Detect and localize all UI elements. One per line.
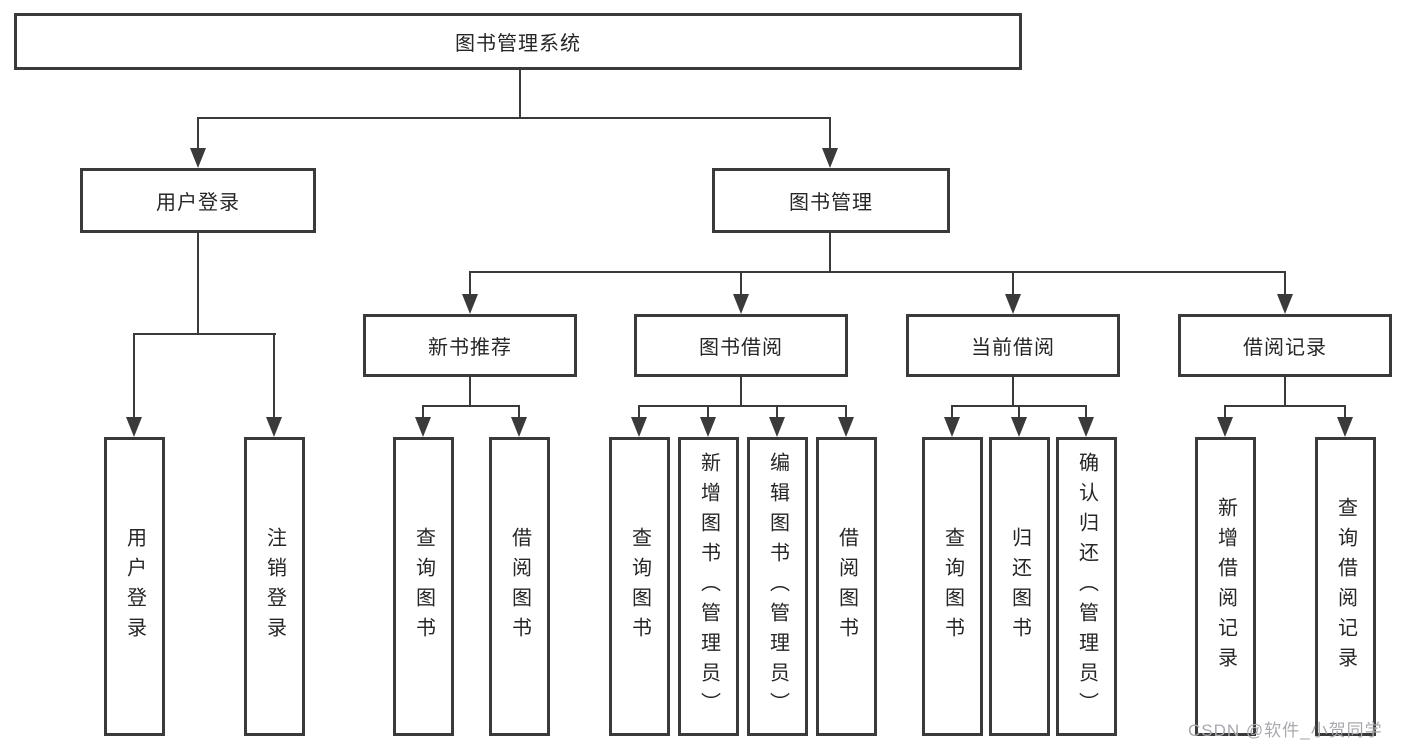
arrowhead-current-borrow — [1005, 294, 1021, 314]
leaf-label: 确认归还（管理员） — [1075, 451, 1098, 722]
leaf-edit-books-admin: 编辑图书（管理员） — [747, 437, 808, 736]
arrowhead-leaf-edit-book — [769, 417, 785, 437]
csdn-watermark: CSDN @软件_小贺同学 — [1188, 721, 1383, 740]
connector-stem-leaf-logout — [273, 333, 275, 419]
leaf-add-borrow-record: 新增借阅记录 — [1195, 437, 1256, 736]
arrowhead-leaf-return-book — [1011, 417, 1027, 437]
connector-stem-current-borrow — [1012, 271, 1014, 296]
leaf-label: 借阅图书 — [835, 526, 858, 647]
connector-level3-bus — [469, 271, 1286, 273]
leaf-borrow-books-2: 借阅图书 — [816, 437, 877, 736]
connector-root-trunk — [519, 70, 521, 119]
leaf-label: 归还图书 — [1008, 526, 1031, 647]
arrowhead-leaf-query-book-1 — [415, 417, 431, 437]
connector-stem-new-book — [469, 271, 471, 296]
leaf-label: 借阅图书 — [508, 526, 531, 647]
connector-stem-leaf — [422, 405, 424, 419]
leaf-user-login: 用户登录 — [104, 437, 165, 736]
node-new-book-recommend: 新书推荐 — [363, 314, 577, 377]
connector-user-login-bus — [133, 333, 276, 335]
connector-book-management-down — [829, 232, 831, 273]
connector-user-login-down — [197, 232, 199, 335]
connector-stem-leaf-user-login — [133, 333, 135, 419]
connector-stem-leaf — [951, 405, 953, 419]
leaf-add-books-admin: 新增图书（管理员） — [678, 437, 739, 736]
leaf-label: 用户登录 — [123, 526, 146, 647]
connector-borrow-records-down — [1284, 376, 1286, 407]
leaf-label: 编辑图书（管理员） — [766, 451, 789, 722]
node-label: 当前借阅 — [971, 337, 1055, 359]
connector-stem-leaf — [1344, 405, 1346, 419]
arrowhead-user-login — [190, 148, 206, 168]
connector-current-borrow-down — [1012, 376, 1014, 407]
node-library-management-system: 图书管理系统 — [14, 13, 1022, 70]
leaf-borrow-books-1: 借阅图书 — [489, 437, 550, 736]
arrowhead-leaf-borrow-book-1 — [511, 417, 527, 437]
leaf-label: 新增借阅记录 — [1214, 496, 1237, 677]
node-book-management: 图书管理 — [712, 168, 950, 233]
leaf-label: 查询图书 — [941, 526, 964, 647]
connector-stem-leaf — [776, 405, 778, 419]
leaf-query-books-1: 查询图书 — [393, 437, 454, 736]
node-user-login: 用户登录 — [80, 168, 316, 233]
connector-stem-book-management — [829, 117, 831, 150]
node-label: 图书管理 — [789, 192, 873, 214]
arrowhead-leaf-confirm-return — [1078, 417, 1094, 437]
arrowhead-leaf-borrow-book-2 — [838, 417, 854, 437]
arrowhead-leaf-add-book — [700, 417, 716, 437]
arrowhead-leaf-query-record — [1337, 417, 1353, 437]
arrowhead-leaf-user-login — [126, 417, 142, 437]
node-label: 用户登录 — [156, 192, 240, 214]
connector-new-book-bus — [422, 405, 520, 407]
connector-stem-leaf — [518, 405, 520, 419]
connector-stem-leaf — [1018, 405, 1020, 419]
connector-stem-leaf — [638, 405, 640, 419]
leaf-label: 查询借阅记录 — [1334, 496, 1357, 677]
connector-stem-leaf — [1085, 405, 1087, 419]
leaf-label: 查询图书 — [628, 526, 651, 647]
leaf-query-borrow-record: 查询借阅记录 — [1315, 437, 1376, 736]
node-borrow-records: 借阅记录 — [1178, 314, 1392, 377]
node-label: 图书借阅 — [699, 337, 783, 359]
connector-stem-book-borrow — [740, 271, 742, 296]
connector-stem-leaf — [707, 405, 709, 419]
arrowhead-leaf-logout — [266, 417, 282, 437]
leaf-return-books: 归还图书 — [989, 437, 1050, 736]
arrowhead-borrow-records — [1277, 294, 1293, 314]
connector-book-borrow-bus — [638, 405, 847, 407]
leaf-label: 新增图书（管理员） — [697, 451, 720, 722]
connector-stem-user-login — [197, 117, 199, 150]
leaf-query-books-2: 查询图书 — [609, 437, 670, 736]
arrowhead-book-management — [822, 148, 838, 168]
node-book-borrow: 图书借阅 — [634, 314, 848, 377]
arrowhead-leaf-query-book-2 — [631, 417, 647, 437]
connector-book-borrow-down — [740, 376, 742, 407]
connector-stem-leaf — [1224, 405, 1226, 419]
arrowhead-leaf-add-record — [1217, 417, 1233, 437]
arrowhead-new-book — [462, 294, 478, 314]
node-label: 借阅记录 — [1243, 337, 1327, 359]
connector-level2-bus — [197, 117, 831, 119]
node-label: 新书推荐 — [428, 337, 512, 359]
arrowhead-leaf-query-book-3 — [944, 417, 960, 437]
leaf-label: 查询图书 — [412, 526, 435, 647]
leaf-label: 注销登录 — [263, 526, 286, 647]
node-current-borrow: 当前借阅 — [906, 314, 1120, 377]
connector-new-book-down — [469, 376, 471, 407]
arrowhead-book-borrow — [733, 294, 749, 314]
leaf-query-books-3: 查询图书 — [922, 437, 983, 736]
connector-stem-leaf — [845, 405, 847, 419]
connector-borrow-records-bus — [1224, 405, 1346, 407]
node-label: 图书管理系统 — [455, 33, 581, 55]
leaf-confirm-return-admin: 确认归还（管理员） — [1056, 437, 1117, 736]
leaf-logout-login: 注销登录 — [244, 437, 305, 736]
connector-stem-borrow-records — [1284, 271, 1286, 296]
